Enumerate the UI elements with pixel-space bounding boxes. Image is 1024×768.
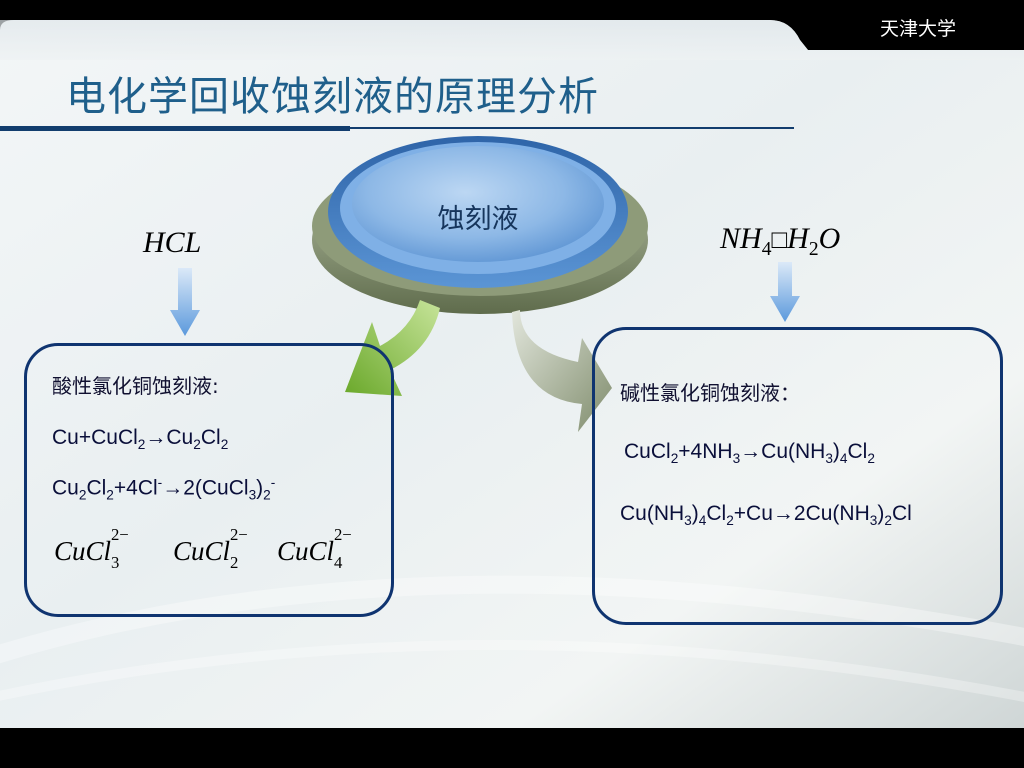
alkaline-heading: 碱性氯化铜蚀刻液： <box>620 381 800 405</box>
left-reagent-hcl: HCL <box>143 226 202 259</box>
center-label: 蚀刻液 <box>437 204 519 235</box>
acidic-heading: 酸性氯化铜蚀刻液: <box>52 374 219 398</box>
right-reagent-ammonia: NH4□H2O <box>720 222 841 260</box>
alkaline-equation-1: CuCl2+4NH3→Cu(NH3)4Cl2 <box>624 440 875 466</box>
university-label: 天津大学 <box>880 18 957 40</box>
arrow-down-left <box>170 268 200 336</box>
slide-title: 电化学回收蚀刻液的原理分析 <box>66 74 599 120</box>
acidic-etchant-box <box>24 343 394 617</box>
alkaline-equation-2: Cu(NH3)4Cl2+Cu→2Cu(NH3)2Cl <box>620 502 912 528</box>
arrow-down-right <box>770 262 800 322</box>
acidic-equation-1: Cu+CuCl2→Cu2Cl2 <box>52 426 229 452</box>
alkaline-etchant-box <box>592 327 1003 625</box>
acidic-equation-2: Cu2Cl2+4Cl-→2(CuCl3)2- <box>52 475 276 503</box>
arrow-gray-curved <box>512 310 612 432</box>
